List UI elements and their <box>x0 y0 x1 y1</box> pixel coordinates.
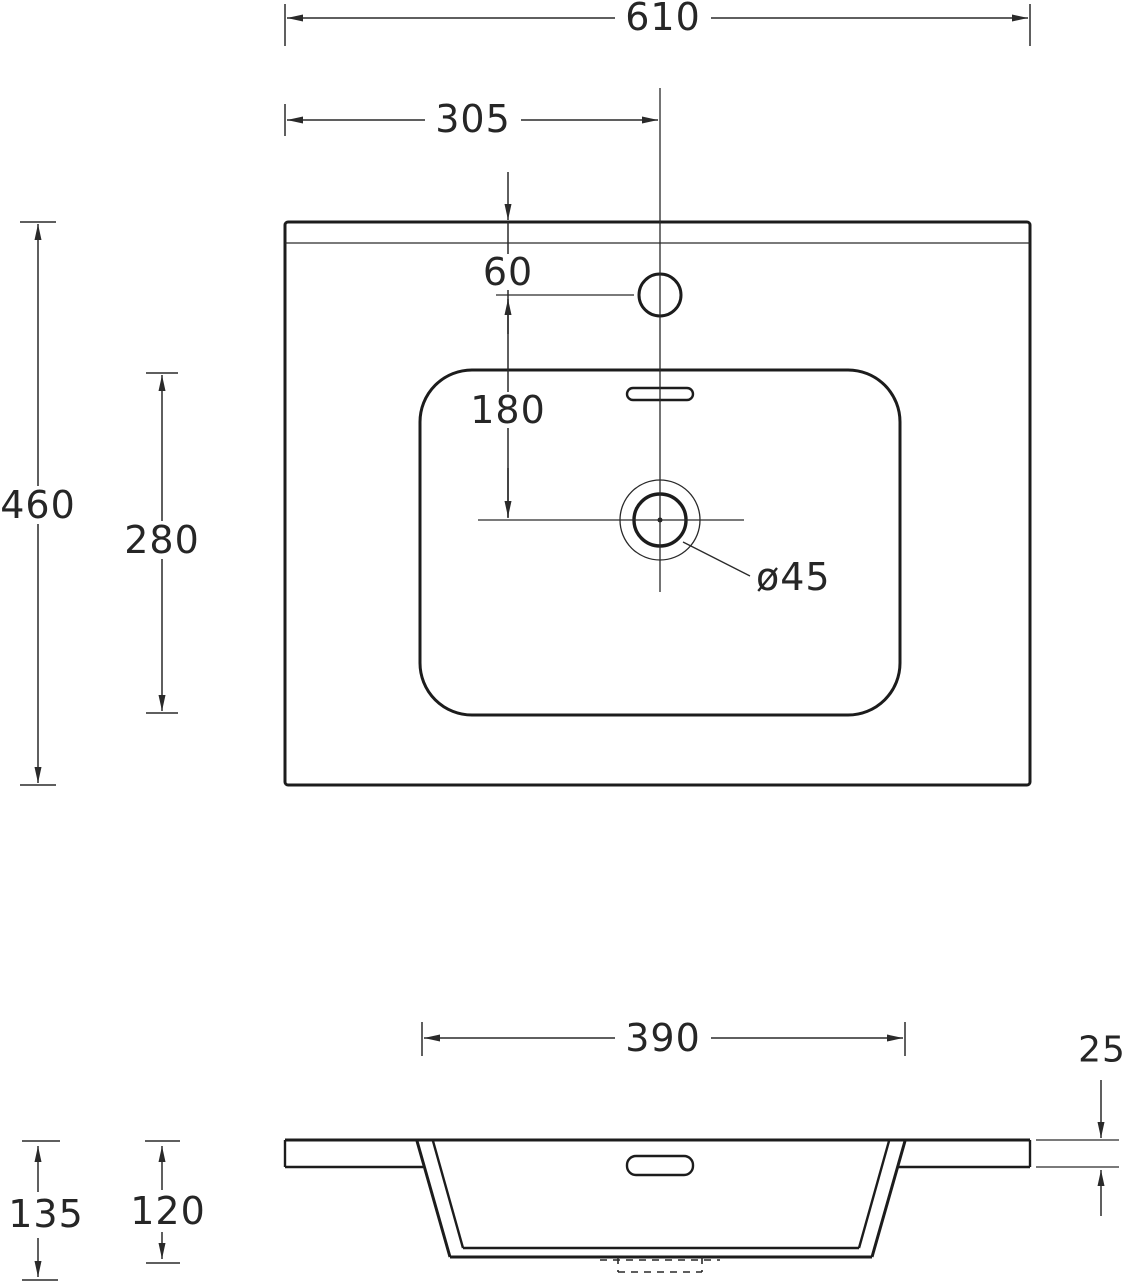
dim-rim-thickness-label: 25 <box>1078 1030 1123 1071</box>
dim-total-width-label: 610 <box>625 0 701 39</box>
dim-center-offset: 305 <box>284 97 658 141</box>
dim-total-height: 135 <box>8 1140 84 1281</box>
dim-rim-thickness: 25 <box>1036 1030 1123 1216</box>
sink-outline <box>283 220 1032 787</box>
bowl-inner-wall-left <box>431 1140 465 1249</box>
dim-faucet-chain: 60 180 <box>470 172 546 518</box>
drain-leader-line <box>682 541 751 577</box>
dim-total-depth: 460 <box>0 221 76 786</box>
dim-center-offset-label: 305 <box>435 97 511 141</box>
dim-basin-depth-label: 280 <box>124 518 200 562</box>
bowl-outer-wall-left <box>415 1140 452 1258</box>
dim-total-width: 610 <box>284 0 1031 46</box>
dim-total-height-label: 135 <box>8 1192 84 1236</box>
drain-hidden-lines <box>600 1257 720 1273</box>
dim-bowl-height: 120 <box>130 1140 206 1264</box>
bowl-outer-wall-right <box>870 1140 907 1258</box>
dim-basin-depth: 280 <box>124 372 200 714</box>
dim-total-depth-label: 460 <box>0 483 76 527</box>
top-view: 610 305 460 280 <box>0 0 1032 787</box>
dim-drain-diameter-label: ø45 <box>756 555 831 599</box>
dim-faucet-from-edge-label: 60 <box>483 250 533 294</box>
side-view: 390 25 135 120 <box>8 1016 1123 1281</box>
overflow-slot-side <box>625 1154 695 1177</box>
dim-drain-diameter: ø45 <box>682 541 831 599</box>
dim-basin-width-label: 390 <box>625 1016 701 1060</box>
dim-basin-width: 390 <box>421 1016 906 1060</box>
dim-bowl-height-label: 120 <box>130 1189 206 1233</box>
dim-faucet-to-drain-label: 180 <box>470 388 546 432</box>
bowl-inner-wall-right <box>857 1140 891 1249</box>
